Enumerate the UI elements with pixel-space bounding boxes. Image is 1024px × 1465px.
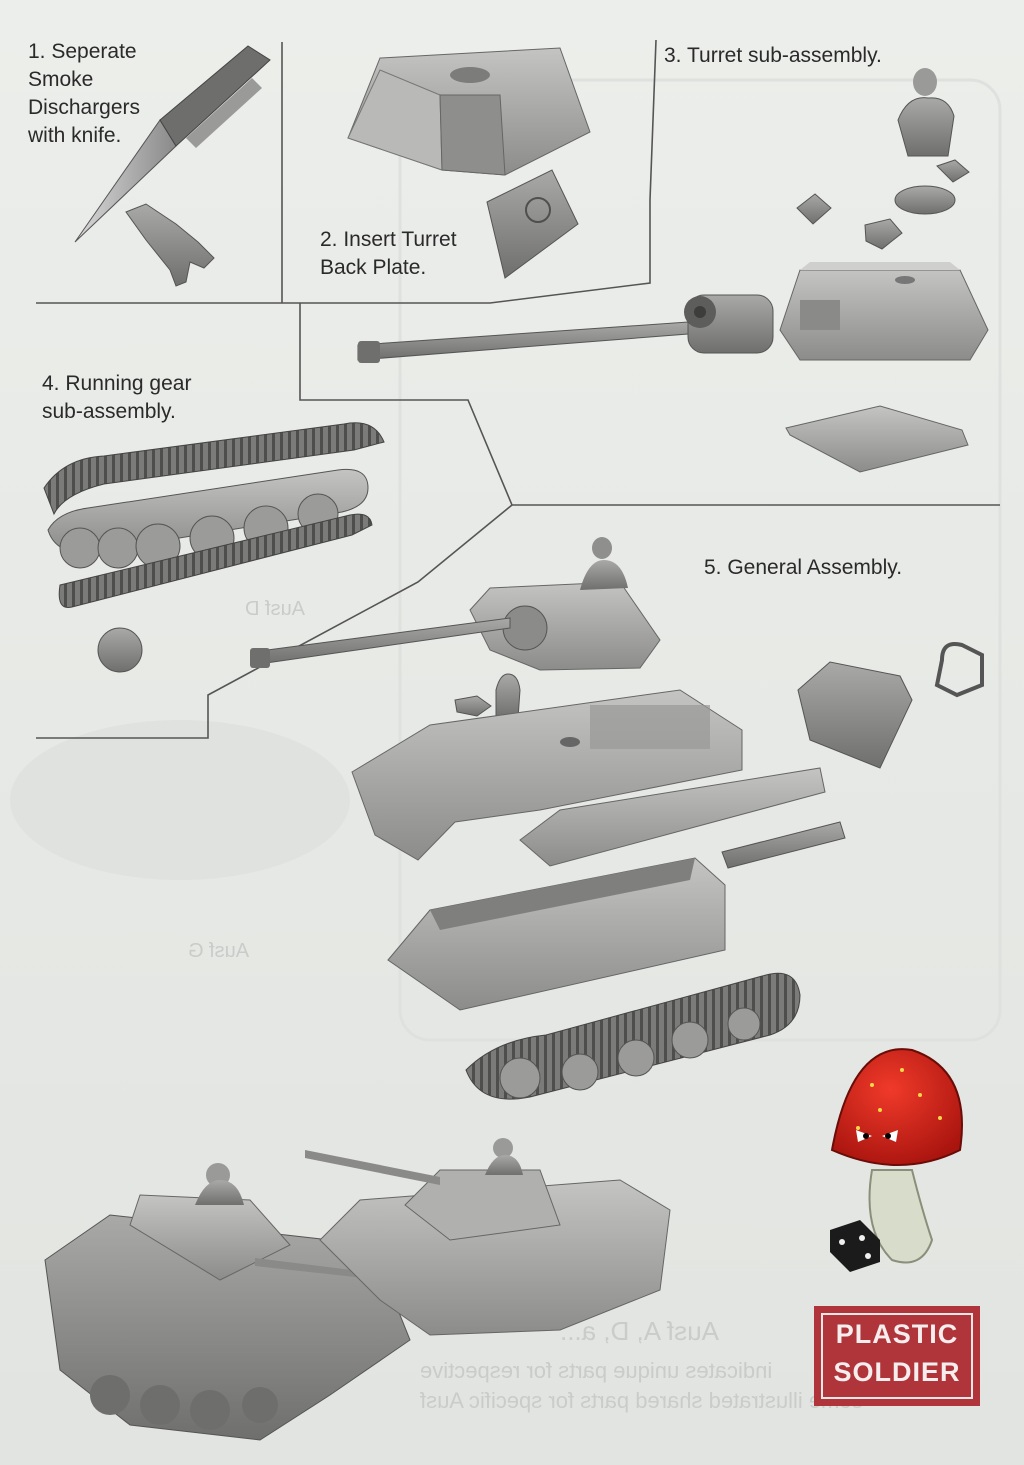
finished-tank-model-front [44, 1163, 411, 1441]
step-5-line-1: 5. General Assembly. [704, 556, 903, 579]
logo-line-2: SOLDIER [833, 1357, 961, 1387]
lower-hull-part [387, 857, 726, 1011]
die-icon [830, 1220, 880, 1272]
smoke-discharger-part [125, 203, 215, 287]
track-part [465, 972, 801, 1100]
step-2-label: 2. Insert Turret Back Plate. [320, 226, 457, 282]
hull-top-part [351, 689, 743, 861]
plastic-soldier-logo: PLASTIC SOLDIER [814, 1306, 980, 1406]
mascot-mushroom-icon [830, 1048, 963, 1264]
step-1-line-1: 1. Seperate [28, 40, 137, 63]
crew-figures [454, 673, 521, 719]
step-4-line-2: sub-assembly. [42, 400, 176, 423]
turret-back-plate-part [486, 169, 579, 279]
assembled-turret-part [250, 537, 661, 671]
hobby-knife-icon [74, 45, 271, 243]
step-1-line-2: Smoke [28, 68, 94, 91]
step-4-line-1: 4. Running gear [42, 372, 192, 395]
step-3-line-1: 3. Turret sub-assembly. [664, 44, 882, 67]
finished-tank-model-rear [305, 1138, 671, 1336]
section-dividers [36, 39, 1000, 739]
turret-floor-plate-part [785, 405, 969, 473]
side-skirt-part [519, 767, 826, 867]
step-2-line-2: Back Plate. [320, 256, 427, 279]
step-4-label: 4. Running gear sub-assembly. [42, 370, 191, 426]
running-gear-parts [43, 422, 385, 673]
logo-line-1: PLASTIC [835, 1319, 959, 1349]
tow-hooks-part [934, 642, 984, 698]
gun-mantlet-part [684, 294, 774, 354]
step-1-line-3: Dischargers [28, 96, 141, 119]
gun-barrel-part [357, 321, 689, 363]
step-1-label: 1. Seperate Smoke Dischargers with knife… [28, 38, 140, 150]
commander-figure-part [897, 68, 955, 157]
turret-body-part [779, 262, 989, 361]
step-5-label: 5. General Assembly. [704, 554, 902, 582]
cupola-parts [796, 159, 970, 250]
logo-border [821, 1313, 973, 1399]
step-2-line-1: 2. Insert Turret [320, 228, 457, 251]
rear-plate-part [797, 661, 913, 769]
turret-shell-part [347, 47, 591, 176]
step-3-label: 3. Turret sub-assembly. [664, 42, 882, 70]
step-1-line-4: with knife. [28, 124, 122, 147]
exhaust-part [721, 821, 846, 869]
